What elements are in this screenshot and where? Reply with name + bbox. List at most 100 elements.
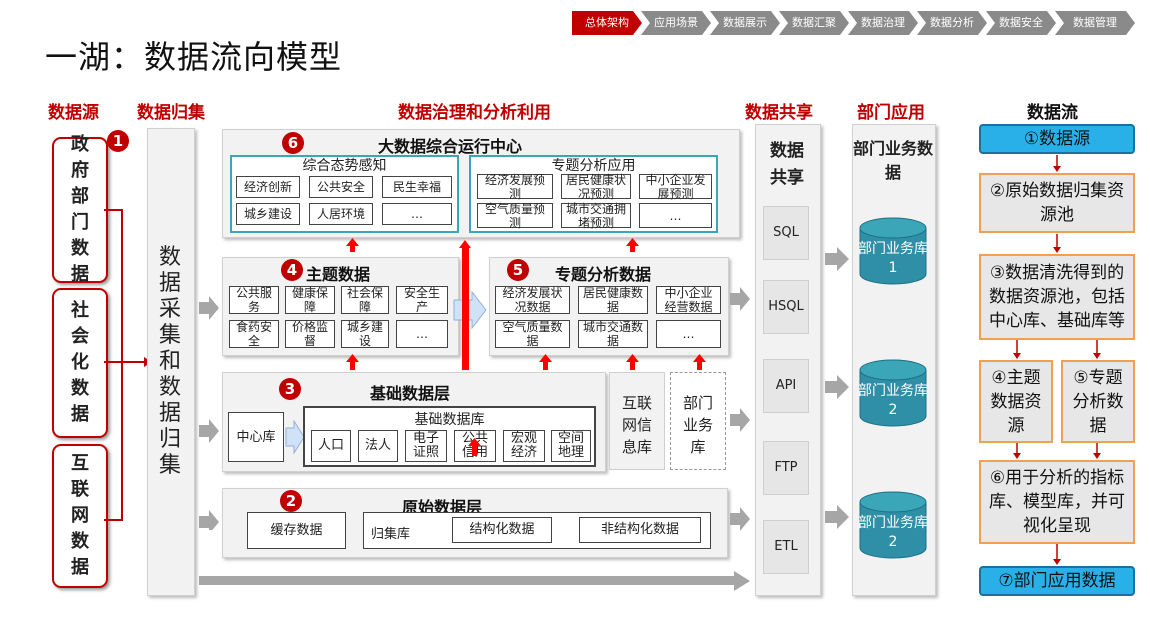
internet-lib-panel <box>609 372 665 470</box>
center-library: 中心库 <box>228 412 284 462</box>
ops-item: 城市交通拥堵预测 <box>561 202 631 230</box>
bottom-arrow <box>199 571 750 591</box>
ops-item: 空气质量预测 <box>477 202 553 230</box>
to-share-arrows <box>730 287 750 531</box>
header-source: 数据源 <box>48 103 99 123</box>
base-db-item: 人口 <box>311 430 351 462</box>
dept-db-1-shape <box>859 217 927 285</box>
theme-item: 公共服务 <box>229 286 279 314</box>
theme-item: 食药安全 <box>229 320 279 348</box>
special-item: 中小企业经营数据 <box>656 286 721 314</box>
theme-item: 价格监督 <box>285 320 335 348</box>
source-internet: 互联网数据 <box>52 444 108 588</box>
special-data-title: 专题分析数据 <box>555 265 652 284</box>
red-small-arrows <box>346 238 706 370</box>
cache-data: 缓存数据 <box>247 512 346 549</box>
special-item: 经济发展状况数据 <box>495 286 570 314</box>
ops-item: 公共安全 <box>309 176 373 198</box>
ops-item: 居民健康状况预测 <box>561 173 631 201</box>
crumb-overall[interactable]: 总体架构 <box>572 11 642 35</box>
step-number-5: 5 <box>507 259 529 281</box>
collect-lib-label: 归集库 <box>371 527 411 542</box>
base-layer-title: 基础数据层 <box>370 384 451 403</box>
ops-item: 经济创新 <box>236 176 300 198</box>
flow-arrows <box>1013 155 1101 565</box>
share-ftp: FTP <box>763 441 809 495</box>
theme-item: 健康保障 <box>285 286 335 314</box>
red-arrow-raw-to-base <box>468 438 481 456</box>
base-db-item: 电子证照 <box>405 430 447 462</box>
header-share: 数据共享 <box>745 103 813 123</box>
dept-db-3: 部门业务库2 <box>858 515 928 550</box>
ops-item: 城乡建设 <box>236 203 300 225</box>
structured-data: 结构化数据 <box>452 517 552 543</box>
theme-item: 城乡建设 <box>341 320 389 348</box>
page-title: 一湖：数据流向模型 <box>45 38 343 76</box>
dept-lib-panel <box>670 372 726 470</box>
crumb-analysis[interactable]: 数据分析 <box>917 11 987 35</box>
red-arrow-up <box>459 240 471 248</box>
flow-step-3: ③数据清洗得到的数据资源池，包括中心库、基础库等 <box>979 254 1135 340</box>
theme-item: 社会保障 <box>341 286 389 314</box>
collect-arrows <box>199 296 219 530</box>
dept-db-1: 部门业务库1 <box>858 241 928 276</box>
base-db-item: 宏观经济 <box>503 430 545 462</box>
flow-step-6: ⑥用于分析的指标库、模型库，并可视化呈现 <box>979 460 1135 544</box>
source-internet-label: 互联网数据 <box>71 453 89 578</box>
flow-step-1: ①数据源 <box>979 124 1135 154</box>
theme-item: 安全生产 <box>396 286 448 314</box>
dept-db-2-shape <box>859 359 927 427</box>
base-db-item: 法人 <box>358 430 398 462</box>
share-etl: ETL <box>763 520 809 574</box>
crumb-aggregate[interactable]: 数据汇聚 <box>779 11 849 35</box>
dept-db-3-shape <box>859 491 927 559</box>
ops-item: 经济发展预测 <box>477 173 553 201</box>
source-government-label: 政府部门数据 <box>71 134 89 285</box>
collect-label: 数据采集和数据归集 <box>158 245 181 478</box>
crumb-scenario[interactable]: 应用场景 <box>641 11 711 35</box>
base-db-box <box>303 406 596 467</box>
step-number-6: 6 <box>282 132 304 154</box>
step-number-1: 1 <box>107 130 129 152</box>
special-item: 居民健康数据 <box>578 286 648 314</box>
source-connectors <box>104 209 150 521</box>
step-number-4: 4 <box>281 259 303 281</box>
crumb-security[interactable]: 数据安全 <box>986 11 1056 35</box>
red-flow-bar <box>462 248 469 370</box>
ops-item: 民生幸福 <box>382 176 452 198</box>
flow-step-7: ⑦部门应用数据 <box>979 566 1135 596</box>
ops-item: 人居环境 <box>309 203 373 225</box>
special-item: … <box>656 320 721 348</box>
share-hsql: HSQL <box>763 280 809 334</box>
flow-step-5: ⑤专题分析数据 <box>1061 360 1135 443</box>
special-item: 空气质量数据 <box>495 320 570 348</box>
ops-item: … <box>639 203 712 228</box>
step-number-3: 3 <box>279 378 301 400</box>
header-collect: 数据归集 <box>137 103 205 123</box>
ops-item: 中小企业发展预测 <box>639 173 712 201</box>
header-govern: 数据治理和分析利用 <box>398 103 551 123</box>
share-title: 数据共享 <box>770 141 804 188</box>
crumb-govern[interactable]: 数据治理 <box>848 11 918 35</box>
dept-db-2: 部门业务库2 <box>858 383 928 418</box>
internet-lib-label: 互联网信息库 <box>621 394 652 456</box>
dept-lib-label: 部门业务库 <box>682 394 713 456</box>
source-social-label: 社会化数据 <box>71 300 89 425</box>
flow-step-4: ④主题数据资源 <box>979 360 1053 443</box>
share-sql: SQL <box>763 206 809 260</box>
ops-center-title: 大数据综合运行中心 <box>378 137 523 156</box>
crumb-manage[interactable]: 数据管理 <box>1055 11 1135 35</box>
unstructured-data: 非结构化数据 <box>579 517 701 543</box>
share-api: API <box>763 359 809 413</box>
step-number-2: 2 <box>280 490 302 512</box>
header-dept: 部门应用 <box>857 103 925 123</box>
base-db-item: 空间地理 <box>551 430 591 462</box>
center-to-base-arrow <box>285 420 305 454</box>
source-social: 社会化数据 <box>52 288 108 438</box>
dept-title: 部门业务数据 <box>852 139 933 182</box>
theme-item: … <box>396 320 448 348</box>
ops-item: … <box>382 203 452 225</box>
special-item: 城市交通数据 <box>578 320 648 348</box>
crumb-display[interactable]: 数据展示 <box>710 11 780 35</box>
base-db-title: 基础数据库 <box>414 412 485 428</box>
